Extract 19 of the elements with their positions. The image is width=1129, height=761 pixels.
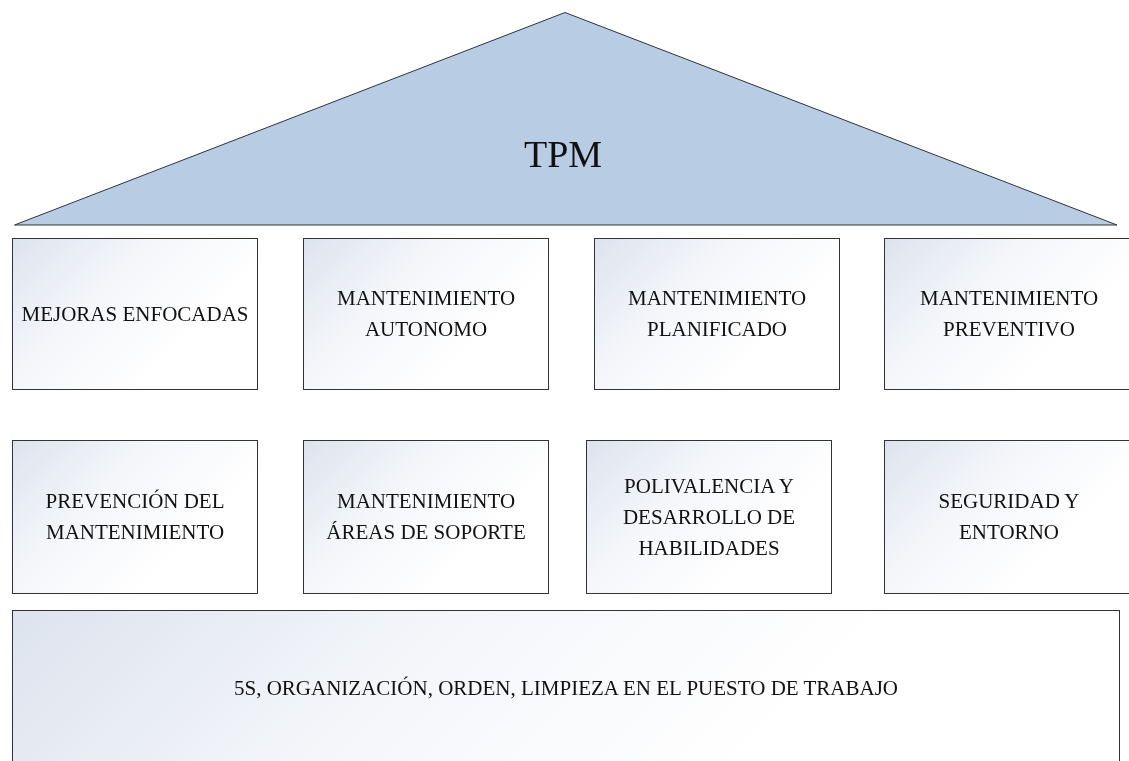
pillar-label: MEJORAS ENFOCADAS [20,300,250,328]
foundation-label: 5S, ORGANIZACIÓN, ORDEN, LIMPIEZA EN EL PUESTO DE TRABAJO [232,675,899,702]
roof-title: TPM [524,132,603,176]
pillar-box [12,440,258,594]
pillar-label: MANTENIMIENTO PLANIFICADO [626,285,808,343]
pillar-box [594,238,840,390]
pillar-box [586,440,832,594]
pillar-label: MANTENIMIENTO PREVENTIVO [918,285,1100,343]
foundation-box [12,610,1120,761]
pillar-label: MANTENIMIENTO ÁREAS DE SOPORTE [325,488,527,546]
pillar-box [303,238,549,390]
pillar-box [884,238,1129,390]
pillar-box [884,440,1129,594]
pillar-label: PREVENCIÓN DEL MANTENIMIENTO [44,488,226,546]
pillar-label: POLIVALENCIA Y DESARROLLO DE HABILIDADES [621,472,797,562]
pillar-box [12,238,258,390]
pillar-label: MANTENIMIENTO AUTONOMO [335,285,517,343]
pillar-box [303,440,549,594]
pillar-label: SEGURIDAD Y ENTORNO [937,488,1081,546]
